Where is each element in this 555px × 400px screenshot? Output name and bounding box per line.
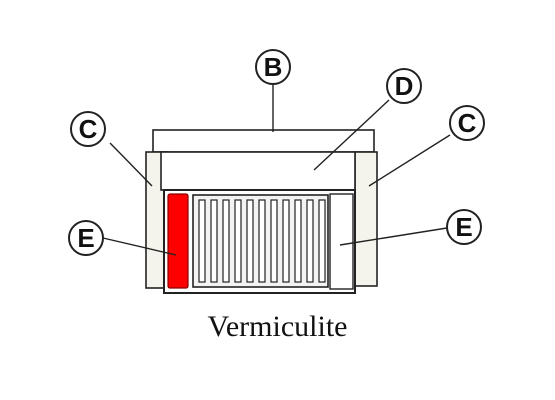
callout-b-label: B bbox=[264, 52, 283, 82]
grille-bar bbox=[246, 199, 254, 283]
grille-bar bbox=[294, 199, 302, 283]
diagram-caption: Vermiculite bbox=[207, 310, 348, 343]
left-brick-highlighted bbox=[167, 193, 189, 289]
grille-bar bbox=[222, 199, 230, 283]
grille-bar bbox=[318, 199, 326, 283]
grille-bar bbox=[210, 199, 218, 283]
callout-b: B bbox=[255, 49, 291, 85]
callout-e-right-label: E bbox=[455, 212, 472, 242]
grille-bar bbox=[282, 199, 290, 283]
callout-c-right-label: C bbox=[458, 108, 477, 138]
grille-bar bbox=[258, 199, 266, 283]
callout-e-left: E bbox=[68, 220, 104, 256]
leader-line-e-left bbox=[102, 237, 177, 256]
callout-c-left: C bbox=[70, 111, 106, 147]
leader-line-d bbox=[313, 99, 390, 171]
right-brick bbox=[329, 193, 354, 290]
right-side-panel bbox=[354, 151, 378, 287]
grille-bar bbox=[270, 199, 278, 283]
callout-d-label: D bbox=[395, 71, 414, 101]
top-front-panel bbox=[160, 151, 356, 191]
grille-bars bbox=[198, 199, 326, 283]
grille-bar bbox=[234, 199, 242, 283]
grille-bar bbox=[306, 199, 314, 283]
callout-e-left-label: E bbox=[77, 223, 94, 253]
callout-d: D bbox=[386, 68, 422, 104]
top-back-panel bbox=[152, 129, 375, 153]
callout-e-right: E bbox=[446, 209, 482, 245]
callout-c-right: C bbox=[449, 105, 485, 141]
leader-line-e-right bbox=[339, 227, 448, 246]
grille-bar bbox=[198, 199, 206, 283]
leader-line-c-left bbox=[109, 142, 153, 187]
callout-c-left-label: C bbox=[79, 114, 98, 144]
leader-line-c-right bbox=[368, 134, 451, 187]
